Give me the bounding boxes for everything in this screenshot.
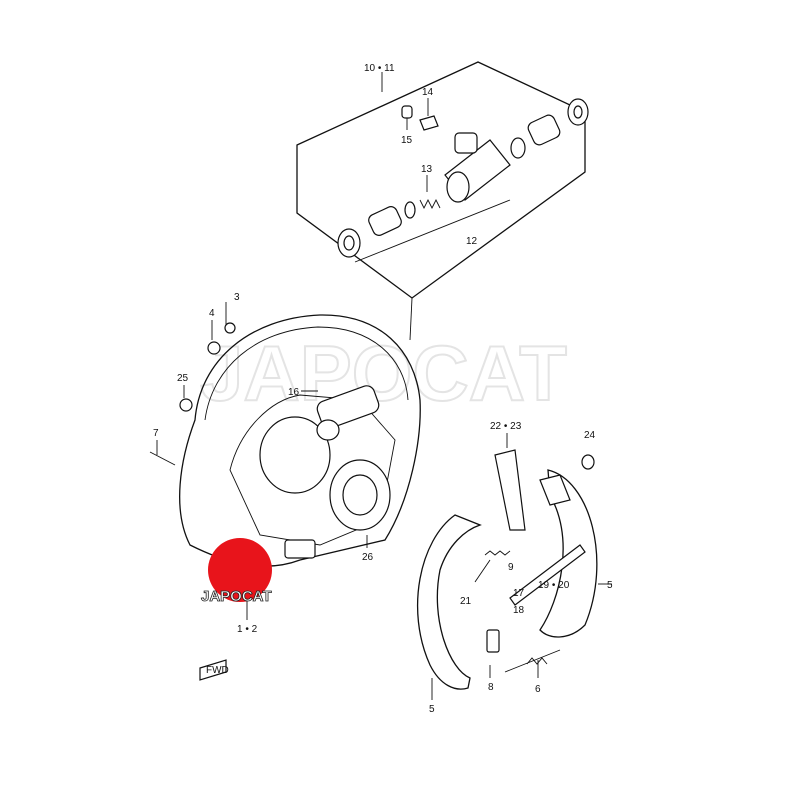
label-7: 7	[153, 428, 159, 439]
label-26: 26	[362, 552, 374, 563]
label-3: 3	[234, 292, 240, 303]
label-10-11: 10 • 11	[364, 63, 395, 74]
logo-text: JAPOCAT	[201, 588, 272, 605]
label-22-23: 22 • 23	[490, 421, 522, 432]
forward-arrow-icon: FWD	[199, 659, 229, 681]
label-6: 6	[535, 684, 541, 695]
wheel-cylinder-parts	[337, 98, 589, 263]
label-25: 25	[177, 373, 189, 384]
backing-plate	[149, 302, 421, 620]
label-15: 15	[401, 135, 413, 146]
label-14: 14	[422, 87, 434, 98]
label-4: 4	[209, 308, 215, 319]
japocat-logo: JAPOCAT	[201, 538, 272, 605]
wheel-cylinder-kit-box	[296, 61, 586, 341]
label-12: 12	[466, 236, 478, 247]
label-1-2: 1 • 2	[237, 624, 258, 635]
brake-shoes	[416, 433, 612, 700]
fwd-label: FWD	[206, 665, 229, 676]
label-16: 16	[288, 387, 300, 398]
label-8: 8	[488, 682, 494, 693]
logo-circle	[208, 538, 272, 602]
watermark: JAPOCAT	[200, 329, 567, 417]
label-18: 18	[513, 605, 525, 616]
label-24: 24	[584, 430, 596, 441]
label-19-20: 19 • 20	[538, 580, 570, 591]
label-5-bottom: 5	[429, 704, 435, 715]
label-21: 21	[460, 596, 472, 607]
label-13: 13	[421, 164, 433, 175]
label-5-right: 5	[607, 580, 613, 591]
label-17: 17	[513, 588, 525, 599]
label-9: 9	[508, 562, 514, 573]
